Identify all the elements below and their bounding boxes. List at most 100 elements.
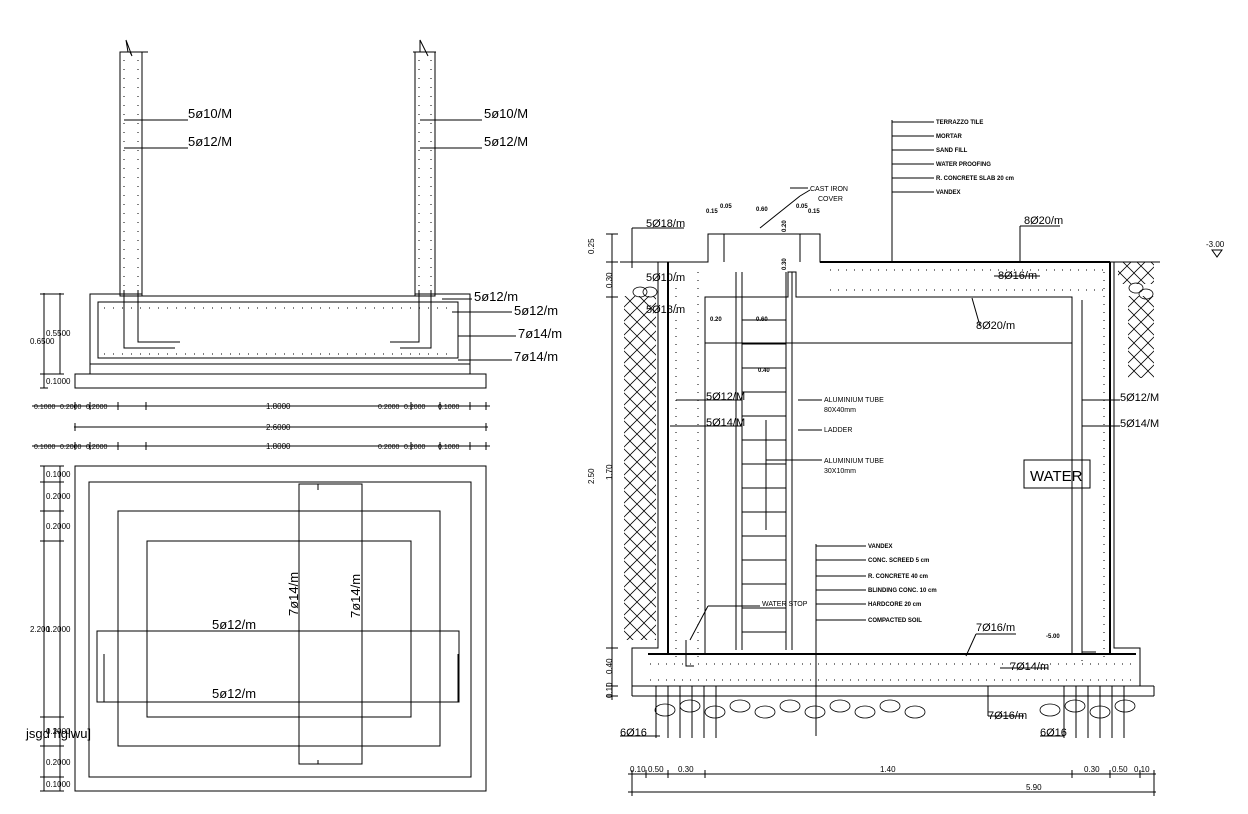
ladder-dim: 0.20 xyxy=(782,220,788,232)
ladder-label: LADDER xyxy=(824,427,852,434)
side-bar-label: 5Ø12/M xyxy=(1120,392,1159,404)
water-stop-label: WATER STOP xyxy=(762,601,808,608)
side-bar-label: 5Ø18/m xyxy=(646,304,685,316)
base-bar-label: 5ø12/m xyxy=(514,303,558,318)
roof-bar-label: 8Ø20/m xyxy=(976,320,1015,332)
horizontal-dim: 0.2000 xyxy=(60,404,82,411)
floor-bar-label: 7Ø16/m xyxy=(988,710,1027,722)
cover-dim: 0.15 xyxy=(706,209,718,215)
bottom-dim: 0.10 xyxy=(1134,765,1150,774)
roof-layer: R. CONCRETE SLAB 20 cm xyxy=(936,176,1014,182)
plan-bar-label: 7ø14/m xyxy=(286,572,301,616)
wall-bar-label: 5ø12/M xyxy=(484,134,528,149)
floor-layer: R. CONCRETE 40 cm xyxy=(868,574,928,580)
level-bottom: -5.00 xyxy=(1046,634,1060,640)
plan-dim: 0.1000 xyxy=(46,780,71,789)
vertical-dim: 2.50 xyxy=(587,468,596,484)
footing-bar-label: 6Ø16 xyxy=(1040,727,1067,739)
horizontal-dim: 0.2000 xyxy=(378,404,400,411)
wall-bar-label: 5ø10/M xyxy=(484,106,528,121)
plan-dim: 0.2000 xyxy=(46,492,71,501)
cover-dim: 0.05 xyxy=(720,204,732,210)
ladder-dim: 0.40 xyxy=(758,368,770,374)
roof-layer: TERRAZZO TILE xyxy=(936,120,983,126)
footing-section-ticks xyxy=(74,402,487,450)
gravel xyxy=(632,282,1154,719)
overall-width-dim: 2.6000 xyxy=(266,423,291,432)
plan-dim: 0.2000 xyxy=(46,522,71,531)
water-label: WATER xyxy=(1030,468,1083,485)
floor-layer: CONC. SCREED 5 cm xyxy=(868,558,929,564)
tube-label: ALUMINIUM TUBE xyxy=(824,397,884,404)
ladder-dim: 0.20 xyxy=(710,317,722,323)
side-bar-label: 5Ø14/M xyxy=(706,417,745,429)
roof-bar-label: 8Ø20/m xyxy=(1024,215,1063,227)
plan-dim: 0.1000 xyxy=(46,470,71,479)
ladder-dim: 0.30 xyxy=(782,258,788,270)
plan-overall-dim: 2.200 xyxy=(30,625,51,634)
vertical-dim: 0.25 xyxy=(587,238,596,254)
horizontal-dim: 0.2000 xyxy=(404,444,426,451)
side-bar-label: 5Ø12/M xyxy=(706,391,745,403)
horizontal-dim: 0.2000 xyxy=(86,444,108,451)
horizontal-dim: 1.8000 xyxy=(266,442,291,451)
vertical-dim: 0.40 xyxy=(605,658,614,674)
floor-layer: BLINDING CONC. 10 cm xyxy=(868,588,937,594)
cover-dim: 0.60 xyxy=(756,207,768,213)
soil-hatch xyxy=(624,262,1154,640)
base-bar-label: 7ø14/m xyxy=(514,349,558,364)
layer-leaders xyxy=(606,120,1223,796)
level-top: -3.00 xyxy=(1206,240,1225,249)
bottom-dim: 0.10 xyxy=(630,765,646,774)
horizontal-dim: 0.1000 xyxy=(34,444,56,451)
plan-dim: 0.2000 xyxy=(46,727,71,736)
cover-label: CAST IRON xyxy=(810,186,848,193)
horizontal-dim: 0.1000 xyxy=(438,444,460,451)
footing-plan-ticks xyxy=(40,465,64,792)
bottom-dim: 0.50 xyxy=(1112,765,1128,774)
horizontal-dim: 0.2000 xyxy=(404,404,426,411)
footing-plan xyxy=(43,465,487,792)
roof-layer: MORTAR xyxy=(936,134,963,140)
side-bar-label: 5Ø18/m xyxy=(646,218,685,230)
ladder-dim: 0.60 xyxy=(756,317,768,323)
vertical-dim: 0.10 xyxy=(605,682,614,698)
horizontal-dim: 1.8000 xyxy=(266,402,291,411)
base-bar-label: 5ø12/m xyxy=(474,289,518,304)
plan-bar-label: 5ø12/m xyxy=(212,686,256,701)
roof-layer: WATER PROOFING xyxy=(936,162,991,168)
footing-section xyxy=(32,39,516,447)
plan-bar-label: 7ø14/m xyxy=(348,574,363,618)
horizontal-dim: 0.2000 xyxy=(378,444,400,451)
side-bar-label: 5Ø14/M xyxy=(1120,418,1159,430)
vertical-dim: 0.5500 xyxy=(46,329,71,338)
cover-dim: 0.15 xyxy=(808,209,820,215)
footing-bars xyxy=(655,686,1125,738)
bottom-dim: 1.40 xyxy=(880,765,896,774)
side-bar-label: 5Ø10/m xyxy=(646,272,685,284)
plan-dim: 1.2000 xyxy=(46,625,71,634)
vertical-dim: 0.1000 xyxy=(46,377,71,386)
vertical-dim: 0.6500 xyxy=(30,337,55,346)
plan-bar-label: 5ø12/m xyxy=(212,617,256,632)
bottom-dim: 0.30 xyxy=(678,765,694,774)
tube-label: 30X10mm xyxy=(824,468,856,475)
wall-bar-label: 5ø12/M xyxy=(188,134,232,149)
floor-layer: VANDEX xyxy=(868,544,893,550)
horizontal-dim: 0.1000 xyxy=(34,404,56,411)
floor-layer: HARDCORE 20 cm xyxy=(868,602,921,608)
roof-layer: SAND FILL xyxy=(936,148,968,154)
cover-label: COVER xyxy=(818,196,843,203)
stray-text: jsgd hglwu] xyxy=(25,726,91,741)
footing-bar-label: 6Ø16 xyxy=(620,727,647,739)
overall-width: 5.90 xyxy=(1026,783,1042,792)
bottom-dim: 0.50 xyxy=(648,765,664,774)
vertical-dim: 1.70 xyxy=(605,464,614,480)
wall-bar-label: 5ø10/M xyxy=(188,106,232,121)
tank-structure xyxy=(620,233,1160,697)
vertical-dim: 0.30 xyxy=(605,272,614,288)
horizontal-dim: 0.2000 xyxy=(86,404,108,411)
floor-layer: COMPACTED SOIL xyxy=(868,618,922,624)
tube-label: ALUMINIUM TUBE xyxy=(824,458,884,465)
roof-bar-label: 8Ø16/m xyxy=(998,270,1037,282)
